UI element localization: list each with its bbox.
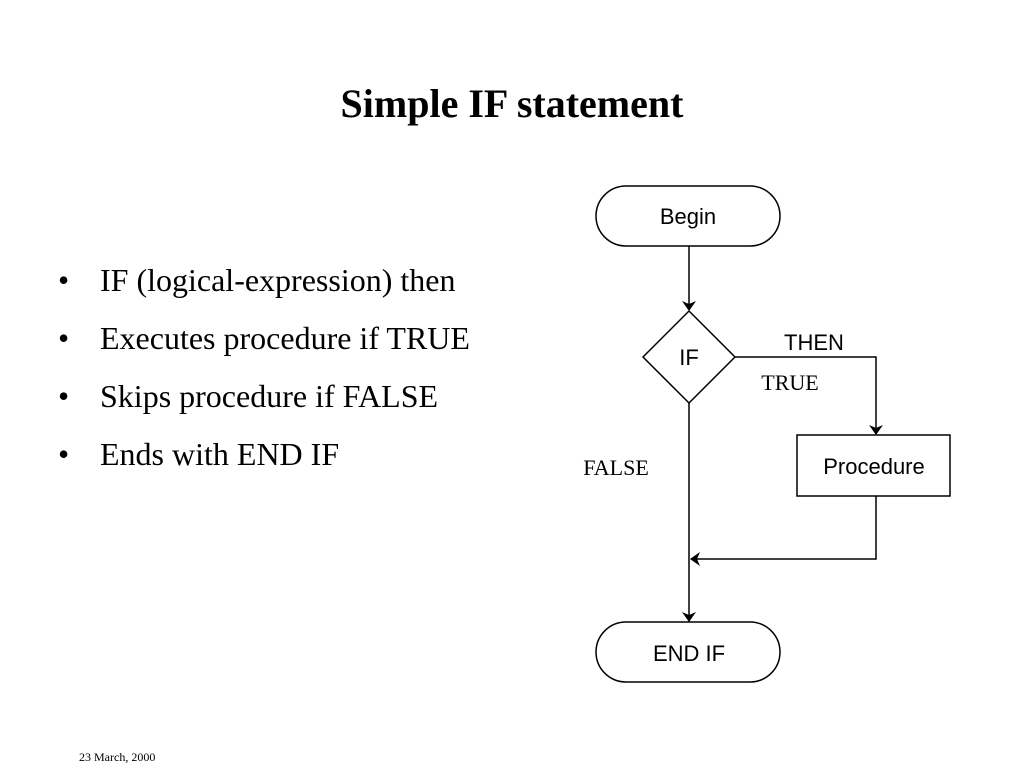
- begin-terminator: [595, 185, 781, 247]
- bullet-marker: •: [58, 262, 70, 298]
- bullet-list: • IF (logical-expression) then • Execute…: [58, 262, 470, 494]
- bullet-marker: •: [58, 378, 70, 414]
- true-label: TRUE: [761, 370, 818, 395]
- procedure-return-line: [690, 496, 877, 566]
- if-decision-label: IF: [679, 345, 699, 370]
- bullet-marker: •: [58, 320, 70, 356]
- bullet-text: Skips procedure if FALSE: [100, 378, 439, 414]
- footer-date: 23 March, 2000: [79, 750, 156, 764]
- bullet-item: • Executes procedure if TRUE: [58, 320, 470, 378]
- bullet-marker: •: [58, 436, 70, 472]
- then-label: THEN: [784, 330, 844, 355]
- bullet-item: • Ends with END IF: [58, 436, 470, 494]
- begin-label: Begin: [660, 204, 716, 229]
- bullet-text: IF (logical-expression) then: [100, 262, 456, 298]
- slide-title: Simple IF statement: [340, 81, 684, 126]
- then-branch-line: [735, 356, 883, 435]
- bullet-item: • IF (logical-expression) then: [58, 262, 470, 320]
- procedure-box: [796, 434, 951, 497]
- bullet-text: Ends with END IF: [100, 436, 340, 472]
- bullet-item: • Skips procedure if FALSE: [58, 378, 470, 436]
- bullet-text: Executes procedure if TRUE: [100, 320, 470, 356]
- false-label: FALSE: [583, 455, 649, 480]
- end-if-label: END IF: [653, 641, 725, 666]
- procedure-label: Procedure: [823, 454, 925, 479]
- end-if-terminator: [595, 621, 781, 683]
